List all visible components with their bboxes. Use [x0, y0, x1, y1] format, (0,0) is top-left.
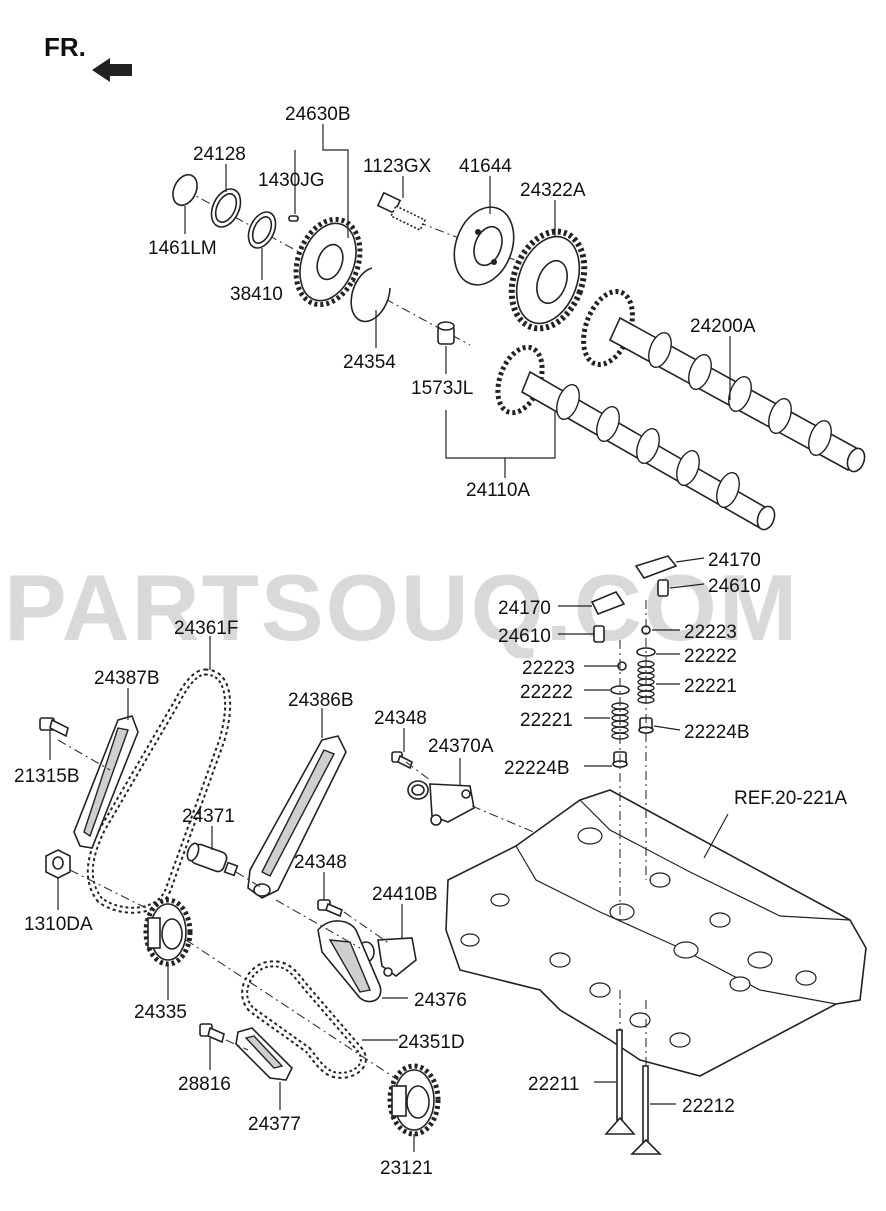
label-22224B-upper: 22224B	[684, 722, 750, 743]
camshaft-assembly	[172, 124, 866, 531]
sprocket-24335	[143, 897, 193, 967]
label-28816: 28816	[178, 1074, 231, 1095]
label-22224B-lower: 22224B	[504, 758, 570, 779]
label-24630B: 24630B	[285, 104, 351, 125]
camshaft-24110A	[495, 344, 776, 531]
label-24370A: 24370A	[428, 736, 494, 757]
label-24170-upper: 24170	[708, 550, 761, 571]
label-24410B: 24410B	[372, 884, 438, 905]
exhaust-valve-22212	[630, 1065, 662, 1155]
label-24335: 24335	[134, 1002, 187, 1023]
lash-adjuster-24610-lower	[593, 625, 605, 643]
label-1573JL: 1573JL	[411, 378, 473, 399]
intake-valve-22211	[604, 1029, 636, 1135]
label-24354: 24354	[343, 352, 396, 373]
label-24348-lower: 24348	[294, 852, 347, 873]
label-1123GX: 1123GX	[363, 156, 432, 177]
label-24361F: 24361F	[174, 618, 238, 639]
label-21315B: 21315B	[14, 766, 80, 787]
bolt-21315B	[39, 717, 69, 738]
label-24200A: 24200A	[690, 316, 756, 337]
chain-guide-24386B	[247, 735, 347, 899]
c-ring-24354	[350, 267, 391, 323]
front-direction-label: FR.	[44, 32, 86, 62]
label-24371: 24371	[182, 806, 235, 827]
label-24351D: 24351D	[398, 1032, 465, 1053]
bolt-24348-upper	[391, 751, 413, 770]
label-38410: 38410	[230, 284, 283, 305]
tensioner-24371	[186, 842, 239, 877]
front-direction-indicator: FR.	[44, 32, 132, 82]
label-24610-upper: 24610	[708, 576, 761, 597]
timing-chain-assembly	[39, 636, 601, 1152]
label-24377: 24377	[248, 1114, 301, 1135]
label-22222-upper: 22222	[684, 646, 737, 667]
plate-41644	[453, 206, 515, 286]
label-24110A: 24110A	[466, 480, 530, 501]
valve-train-assembly	[445, 555, 867, 1155]
axis-line-upper	[184, 189, 471, 346]
bushing-1573JL	[437, 321, 455, 345]
sprocket-24322A	[508, 228, 588, 332]
label-24376: 24376	[414, 990, 467, 1011]
rocker-arm-24170-lower	[590, 591, 626, 616]
bolt-28816	[199, 1023, 225, 1044]
front-arrow-icon	[92, 58, 132, 82]
bolt-24348-lower	[317, 899, 343, 918]
valve-keeper-22223-lower	[617, 661, 627, 671]
label-22212: 22212	[682, 1096, 735, 1117]
part-number-labels: 24630B 24128 1430JG 1123GX 41644 24322A …	[14, 104, 847, 1179]
label-24170-lower: 24170	[498, 598, 551, 619]
label-ref-20-221A: REF.20-221A	[734, 788, 847, 809]
bolt-1123GX	[376, 191, 427, 232]
label-24322A: 24322A	[520, 180, 586, 201]
label-24128: 24128	[193, 144, 246, 165]
label-1461LM: 1461LM	[148, 238, 217, 259]
guide-arm-24376	[317, 920, 382, 1003]
label-24386B: 24386B	[288, 690, 354, 711]
label-24610-lower: 24610	[498, 626, 551, 647]
pin-1430JG	[288, 215, 299, 222]
snap-ring-1461LM	[172, 173, 198, 207]
label-22222-lower: 22222	[520, 682, 573, 703]
label-22211: 22211	[528, 1074, 579, 1095]
label-1310DA: 1310DA	[24, 914, 93, 935]
label-23121: 23121	[380, 1158, 433, 1179]
watermark-text: PARTSOUQ.COM	[4, 555, 799, 660]
lash-adjuster-24610-upper	[657, 579, 669, 597]
sprocket-23121	[387, 1063, 441, 1137]
label-1430JG: 1430JG	[258, 170, 325, 191]
cylinder-head	[445, 789, 867, 1077]
label-24348-upper: 24348	[374, 708, 427, 729]
rocker-arm-24170-upper	[634, 555, 678, 579]
guide-24377	[235, 1027, 293, 1081]
label-24387B: 24387B	[94, 668, 160, 689]
label-22221-lower: 22221	[520, 710, 573, 731]
label-22223-lower: 22223	[522, 658, 575, 679]
tensioner-24370A	[407, 780, 475, 826]
camshaft-24200A	[581, 289, 866, 473]
nut-1310DA	[45, 849, 71, 879]
label-41644: 41644	[459, 156, 512, 177]
sprocket-24630B	[293, 216, 363, 308]
label-22221-upper: 22221	[684, 676, 737, 697]
label-22223-upper: 22223	[684, 622, 737, 643]
